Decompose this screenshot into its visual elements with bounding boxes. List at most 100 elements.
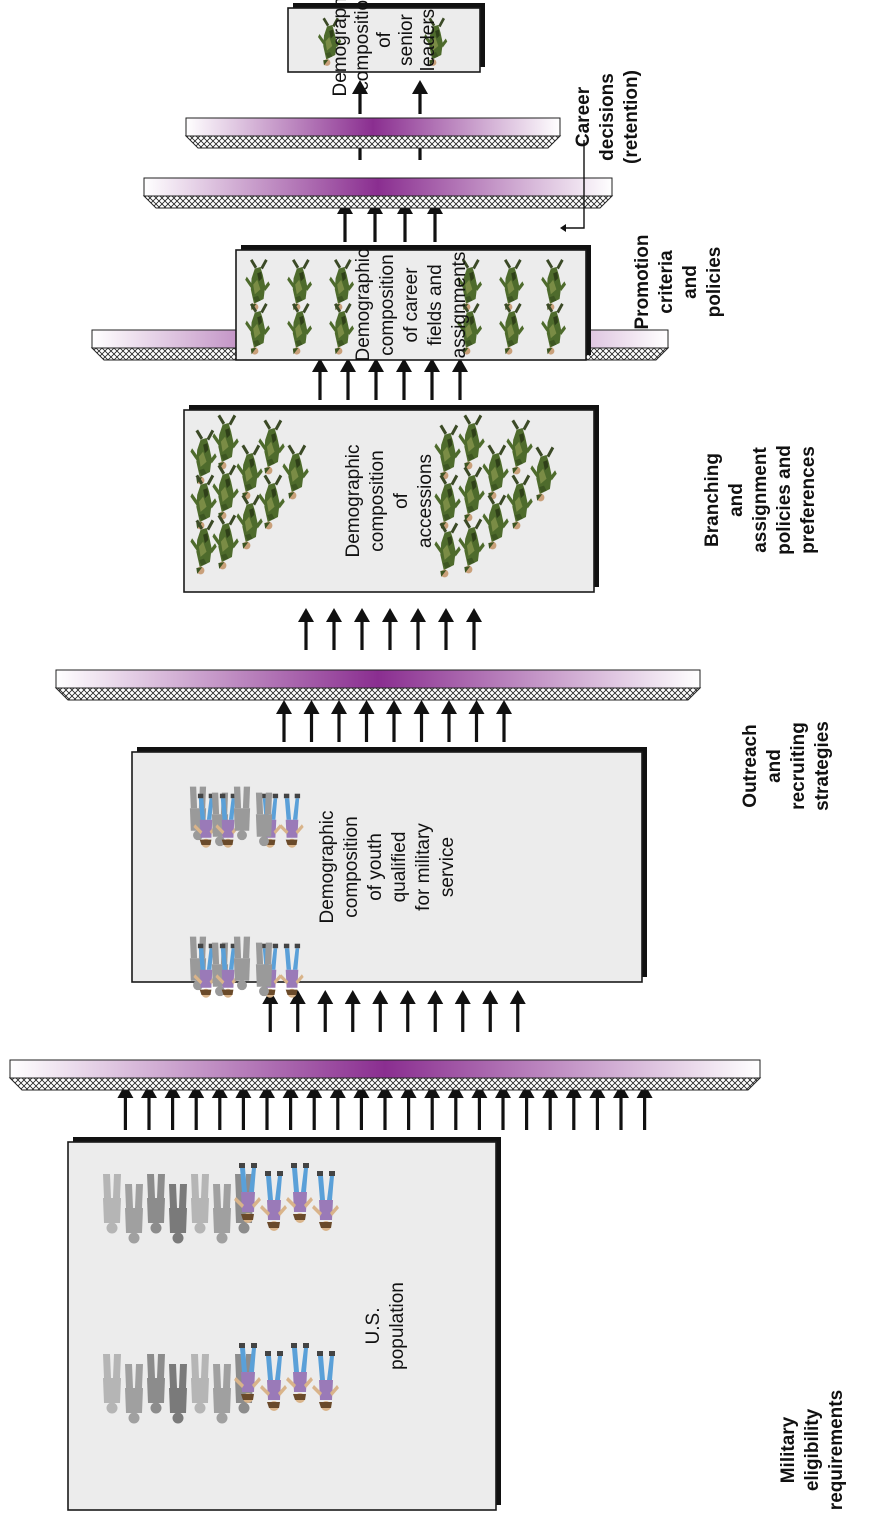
outreach-recruiting-label-line: recruiting — [788, 722, 809, 810]
flow-arrow — [353, 1084, 370, 1130]
flow-arrow — [454, 990, 471, 1032]
flow-arrow — [259, 1084, 275, 1130]
us-population-label-line: population — [387, 1282, 408, 1370]
career-decisions-label-line: decisions — [597, 73, 618, 161]
flow-arrow — [317, 990, 334, 1032]
career-fields-label-line: of career — [401, 267, 422, 343]
branching-assignment-label-line: Branching — [702, 453, 723, 547]
flow-arrow — [613, 1084, 629, 1130]
filter-outreach-recruiting — [54, 669, 702, 701]
flow-arrow — [358, 700, 375, 742]
flow-arrow — [329, 1084, 346, 1130]
flow-arrow — [413, 700, 430, 742]
career-decisions-label-line: Career — [573, 86, 594, 147]
flow-arrow — [340, 358, 356, 400]
senior-leaders-label-line: of — [374, 31, 395, 48]
outreach-recruiting-label-line: and — [764, 749, 785, 783]
flow-arrow — [441, 700, 457, 742]
accessions-label-line: composition — [367, 450, 388, 551]
flow-arrow — [565, 1084, 582, 1130]
flow-arrow — [368, 358, 384, 400]
filter-career-decisions — [184, 117, 562, 149]
senior-leaders-label-line: Demographic — [330, 0, 351, 97]
flow-arrow — [298, 608, 314, 650]
flow-arrow — [400, 1084, 417, 1130]
us-population-label: U.S.population — [363, 1282, 408, 1370]
senior-leaders-label-line: senior — [396, 13, 417, 65]
flow-arrow — [382, 608, 398, 650]
flow-arrow — [482, 990, 499, 1032]
flow-arrow — [326, 608, 342, 650]
flow-arrow — [344, 990, 361, 1032]
flow-arrow — [164, 1084, 181, 1130]
flow-arrow — [117, 1084, 134, 1130]
youth-qualified-label-line: for military — [413, 823, 434, 911]
flow-arrow — [412, 80, 428, 114]
youth-qualified-label-line: qualified — [389, 832, 410, 903]
youth-qualified-label-line: composition — [341, 816, 362, 917]
flow-arrow — [509, 990, 526, 1032]
military-eligibility-label-line: requirements — [826, 1390, 847, 1510]
flow-arrow — [427, 990, 444, 1032]
branching-assignment-label-line: policies and — [774, 445, 795, 555]
flow-arrow — [399, 990, 416, 1032]
flow-arrow — [410, 608, 426, 650]
military-eligibility-label-line: eligibility — [802, 1408, 823, 1491]
branching-assignment-label-line: preferences — [798, 446, 819, 554]
flow-arrow — [141, 1084, 157, 1130]
flow-arrow — [289, 990, 306, 1032]
flow-arrow — [235, 1084, 252, 1130]
flow-arrow — [354, 608, 370, 650]
accessions-label-line: accessions — [415, 454, 436, 548]
flow-arrow — [468, 700, 485, 742]
accessions-label-line: Demographic — [343, 445, 364, 558]
career-fields-label-line: assignments — [449, 252, 470, 359]
promotion-criteria-label-line: criteria — [656, 250, 677, 314]
flow-arrow — [438, 608, 454, 650]
promotion-criteria-label-line: Promotion — [632, 235, 653, 330]
flow-arrow — [466, 608, 482, 650]
branching-assignment-label-line: assignment — [750, 447, 771, 553]
flow-arrow — [396, 358, 412, 400]
flow-arrow — [352, 80, 368, 114]
flow-arrow — [452, 358, 468, 400]
flow-arrow — [542, 1084, 559, 1130]
outreach-recruiting-label-line: Outreach — [740, 724, 761, 807]
connector-arrowhead — [560, 224, 566, 232]
career-fields-label-line: Demographic — [353, 249, 374, 362]
filter-promotion-criteria — [142, 177, 614, 209]
flow-arrow — [495, 1084, 511, 1130]
senior-leaders-label-line: leaders — [418, 9, 439, 71]
flow-arrow — [372, 990, 389, 1032]
promotion-criteria-label-line: policies — [704, 247, 725, 318]
flow-arrow — [306, 1084, 323, 1130]
flow-arrow — [471, 1084, 488, 1130]
branching-assignment-label-line: and — [726, 483, 747, 517]
flow-arrow — [386, 700, 402, 742]
flow-arrow — [282, 1084, 299, 1130]
flow-arrow — [424, 358, 440, 400]
flow-arrow — [211, 1084, 228, 1130]
youth-qualified-label-line: Demographic — [317, 811, 338, 924]
career-decisions-label-line: (retention) — [621, 70, 642, 164]
flow-arrow — [188, 1084, 205, 1130]
flow-arrow — [518, 1084, 535, 1130]
promotion-criteria-label-line: and — [680, 265, 701, 299]
youth-qualified-label-line: of youth — [365, 833, 386, 901]
flow-arrow — [312, 358, 328, 400]
career-decisions-connector — [566, 140, 585, 229]
flow-arrow — [636, 1084, 653, 1130]
us-population-box — [67, 1137, 501, 1511]
flow-arrow — [377, 1084, 393, 1130]
accessions-label-line: of — [391, 492, 412, 509]
flow-arrow — [424, 1084, 441, 1130]
